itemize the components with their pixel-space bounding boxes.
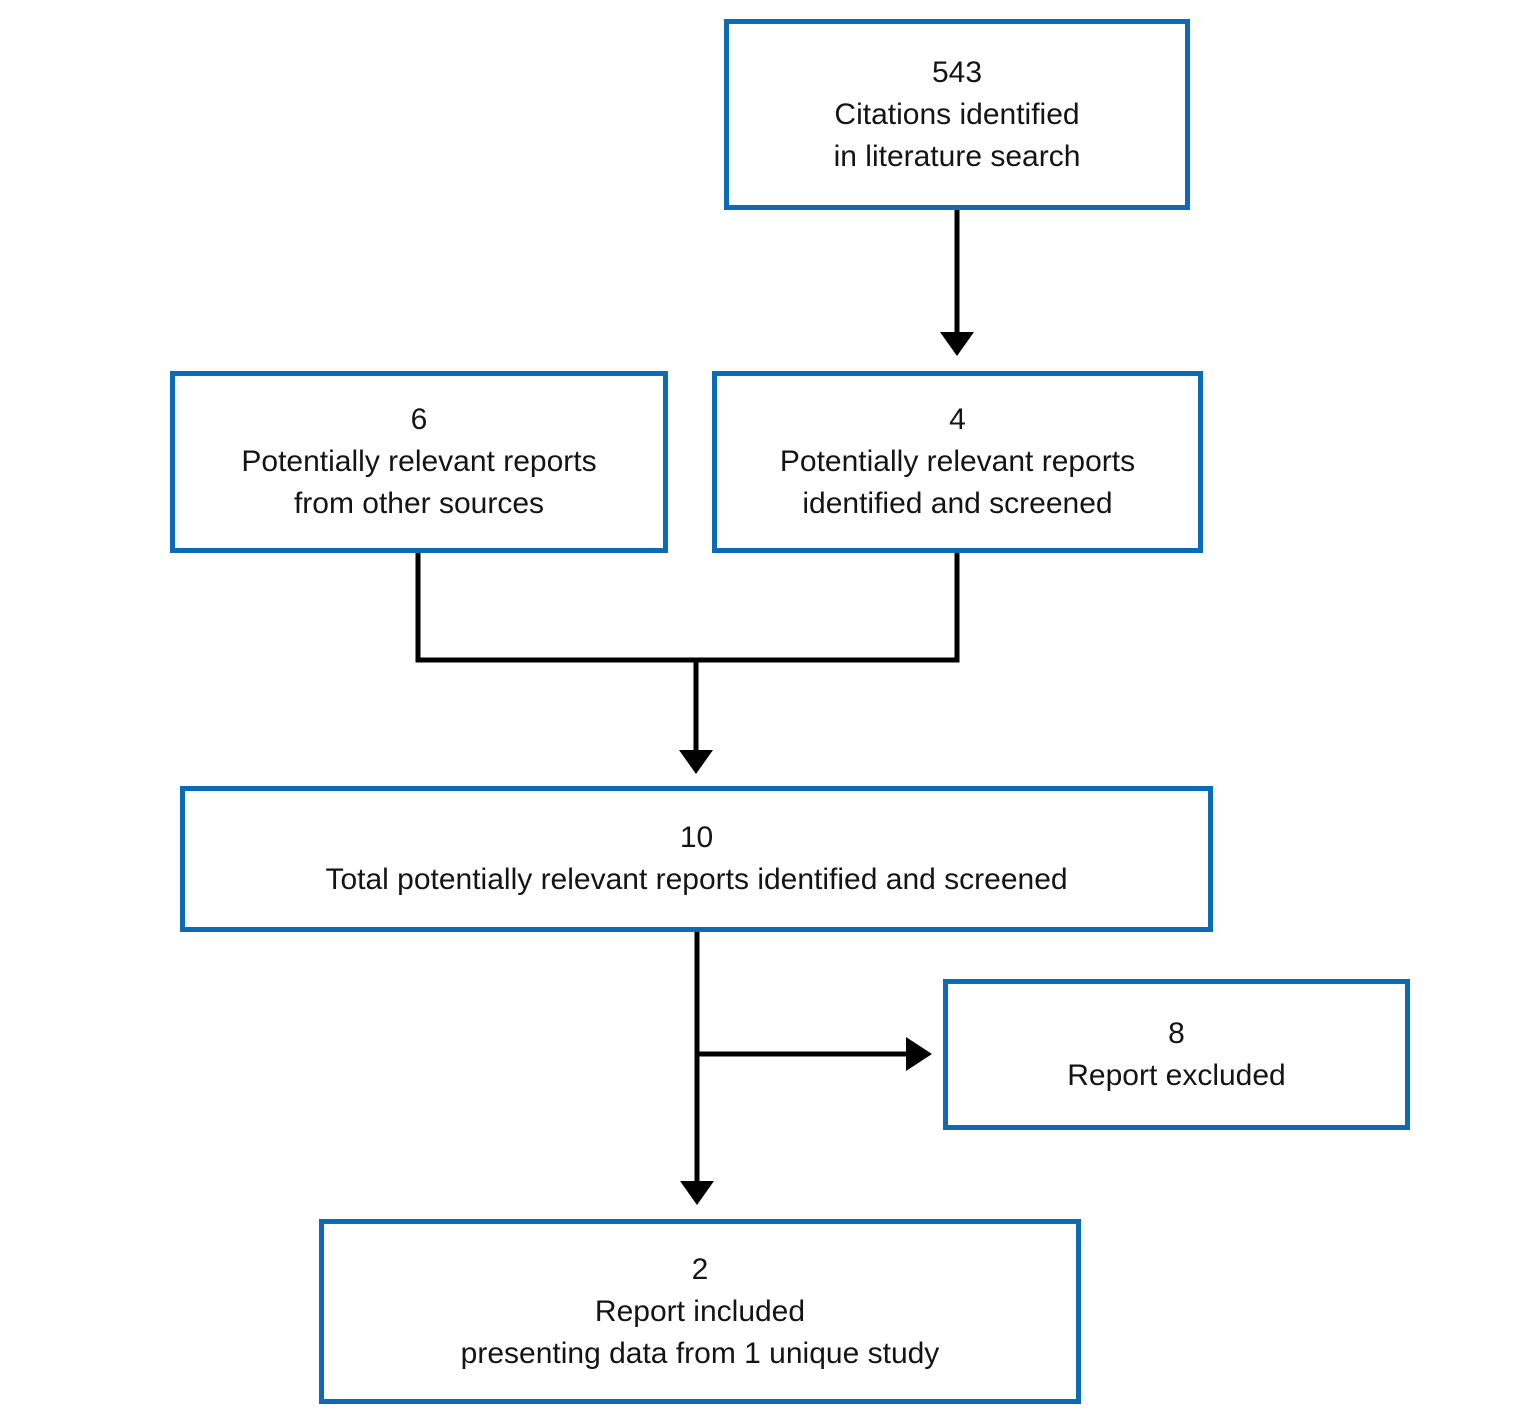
included-label-line1: Report included [594,1294,806,1328]
arrow-merge-to-total [679,658,713,774]
total-screened-label: Total potentially relevant reports ident… [325,863,1068,896]
connector-merge [415,553,960,663]
excluded-count: 8 [1168,1016,1185,1050]
identified-screened-label-line2: identified and screened [802,487,1113,520]
citations-count: 543 [931,55,983,89]
arrow-total-to-included [680,932,714,1205]
other-sources-label-line2: from other sources [293,487,545,520]
citations-label-line1: Citations identified [834,97,1080,131]
identified-screened-label-line1: Potentially relevant reports [779,445,1136,478]
other-sources-label-line1: Potentially relevant reports [241,445,597,478]
box-total-screened: 10 Total potentially relevant reports id… [180,786,1213,932]
box-citations-identified: 543 Citations identified in literature s… [724,19,1190,210]
other-sources-count: 6 [410,403,428,436]
box-other-sources: 6 Potentially relevant reports from othe… [170,371,668,553]
identified-screened-count: 4 [949,403,966,436]
arrow-total-to-excluded [695,1037,932,1071]
included-count: 2 [691,1252,709,1286]
arrow-citations-to-screened [940,210,974,356]
included-label-line2: presenting data from 1 unique study [460,1336,940,1370]
excluded-label: Report excluded [1067,1058,1286,1092]
box-report-included: 2 Report included presenting data from 1… [319,1219,1081,1404]
box-report-excluded: 8 Report excluded [943,979,1410,1130]
citations-label-line2: in literature search [833,139,1081,173]
total-screened-count: 10 [679,821,714,854]
box-identified-screened: 4 Potentially relevant reports identifie… [712,371,1203,553]
